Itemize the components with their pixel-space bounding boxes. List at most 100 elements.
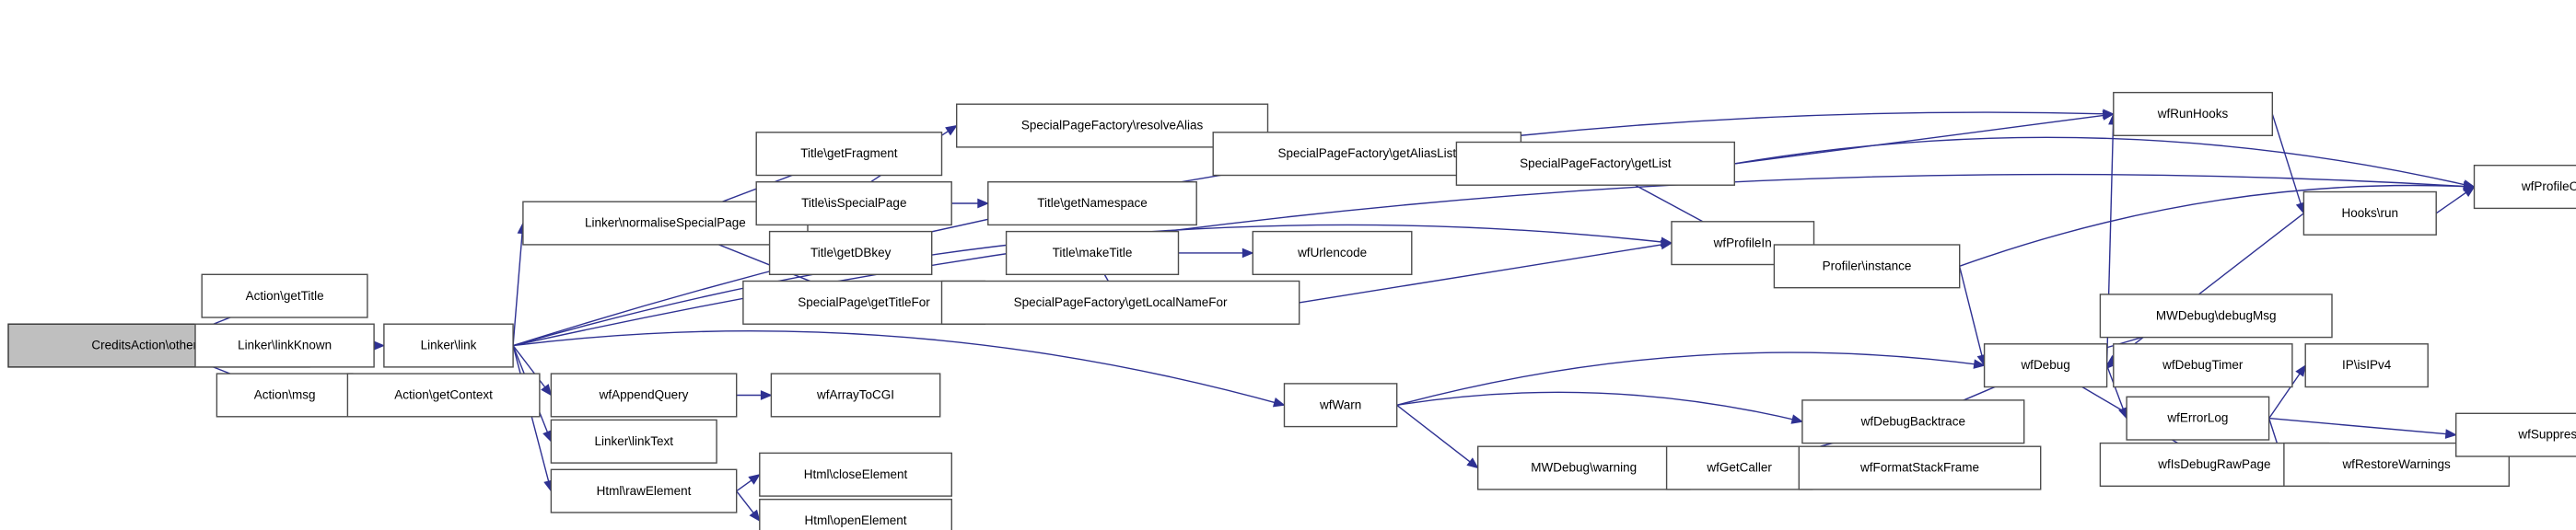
node-box[interactable] (346, 373, 541, 418)
node-box[interactable] (1283, 383, 1398, 428)
node-label: SpecialPageFactory\getList (1520, 156, 1672, 170)
graph-node[interactable]: Html\rawElement (550, 468, 738, 513)
graph-node[interactable]: wfRunHooks (2113, 91, 2274, 136)
node-label: wfDebugTimer (2162, 358, 2244, 372)
node-box[interactable] (755, 132, 943, 177)
node-box[interactable] (194, 323, 375, 368)
node-box[interactable] (1665, 445, 1813, 490)
graph-node[interactable]: Action\msg (216, 373, 354, 418)
edge-arrowhead (2102, 110, 2116, 121)
graph-node[interactable]: wfFormatStackFrame (1798, 445, 2042, 490)
graph-node[interactable]: Title\makeTitle (1005, 230, 1180, 276)
node-box[interactable] (2126, 396, 2270, 441)
node-box[interactable] (2099, 294, 2333, 339)
node-label: Linker\linkText (595, 434, 674, 448)
node-box[interactable] (1005, 230, 1180, 276)
node-label: wfUrlencode (1297, 246, 1367, 259)
graph-node[interactable]: wfDebug (1983, 343, 2108, 388)
graph-node[interactable]: wfArrayToCGI (770, 373, 941, 418)
node-label: MWDebug\debugMsg (2156, 308, 2277, 322)
edge-arrowhead (542, 430, 553, 444)
node-box[interactable] (550, 419, 717, 464)
graph-node[interactable]: wfWarn (1283, 383, 1398, 428)
node-box[interactable] (987, 180, 1197, 226)
graph-node[interactable]: Title\getFragment (755, 132, 943, 177)
call-edge (513, 330, 1285, 406)
node-box[interactable] (1476, 445, 1691, 490)
graph-node[interactable]: Action\getTitle (201, 273, 368, 318)
graph-node[interactable]: wfAppendQuery (550, 373, 738, 418)
graph-node[interactable]: Title\getDBkey (768, 230, 933, 276)
graph-node[interactable]: Profiler\instance (1773, 244, 1961, 289)
node-label: wfFormatStackFrame (1859, 461, 1979, 475)
node-label: Title\getFragment (800, 146, 898, 160)
call-edge (2106, 213, 2304, 366)
graph-node[interactable]: Title\isSpecialPage (755, 180, 952, 226)
node-label: SpecialPageFactory\resolveAlias (1021, 119, 1204, 132)
node-box[interactable] (2454, 412, 2576, 457)
graph-node[interactable]: Hooks\run (2302, 190, 2437, 236)
node-box[interactable] (1983, 343, 2108, 388)
call-edge (1299, 242, 1673, 304)
graph-node[interactable]: MWDebug\warning (1476, 445, 1691, 490)
graph-node[interactable]: Html\closeElement (759, 452, 952, 497)
node-box[interactable] (2473, 164, 2576, 210)
graph-node[interactable]: MWDebug\debugMsg (2099, 294, 2333, 339)
node-label: Html\openElement (804, 513, 906, 527)
graph-node[interactable]: wfDebugBacktrace (1801, 399, 2025, 444)
node-box[interactable] (216, 373, 354, 418)
node-box[interactable] (550, 468, 738, 513)
node-box[interactable] (759, 499, 952, 530)
node-label: SpecialPageFactory\getAliasList (1277, 146, 1456, 160)
call-edge (2271, 113, 2305, 214)
graph-node[interactable]: wfErrorLog (2126, 396, 2270, 441)
node-box[interactable] (770, 373, 941, 418)
graph-node[interactable]: Linker\linkText (550, 419, 717, 464)
node-label: wfProfileOut (2521, 179, 2576, 193)
node-label: Linker\link (421, 339, 477, 352)
call-edge (1958, 266, 1986, 366)
node-label: Hooks\run (2342, 206, 2399, 220)
node-box[interactable] (768, 230, 933, 276)
node-box[interactable] (1455, 141, 1736, 186)
graph-node[interactable]: wfSuppressWarnings (2454, 412, 2576, 457)
graph-node[interactable]: wfUrlencode (1252, 230, 1413, 276)
graph-node[interactable]: wfGetCaller (1665, 445, 1813, 490)
graph-node[interactable]: Linker\link (383, 323, 514, 368)
node-box[interactable] (940, 280, 1300, 325)
node-box[interactable] (1801, 399, 2025, 444)
node-label: Title\makeTitle (1053, 246, 1133, 259)
graph-node[interactable]: Linker\linkKnown (194, 323, 375, 368)
node-box[interactable] (759, 452, 952, 497)
node-label: CreditsAction\othersLink (91, 339, 227, 352)
graph-node[interactable]: wfProfileOut (2473, 164, 2576, 210)
node-box[interactable] (2304, 343, 2429, 388)
node-box[interactable] (2113, 91, 2274, 136)
graph-node[interactable]: SpecialPageFactory\getLocalNameFor (940, 280, 1300, 325)
node-box[interactable] (1773, 244, 1961, 289)
node-label: Title\isSpecialPage (801, 196, 906, 210)
graph-node[interactable]: wfDebugTimer (2113, 343, 2293, 388)
edge-arrowhead (2463, 186, 2476, 198)
node-layer: CreditsAction\othersLink Action\getTitleL… (7, 91, 2576, 530)
edge-arrowhead (373, 340, 386, 351)
node-box[interactable] (383, 323, 514, 368)
graph-node[interactable]: Title\getNamespace (987, 180, 1197, 226)
node-label: Html\rawElement (597, 484, 692, 498)
node-box[interactable] (2113, 343, 2293, 388)
node-box[interactable] (2302, 190, 2437, 236)
graph-node[interactable]: SpecialPageFactory\getList (1455, 141, 1736, 186)
node-box[interactable] (1252, 230, 1413, 276)
node-box[interactable] (201, 273, 368, 318)
call-edge (1734, 113, 2114, 165)
graph-node[interactable]: Action\getContext (346, 373, 541, 418)
node-box[interactable] (550, 373, 738, 418)
node-box[interactable] (1798, 445, 2042, 490)
node-label: wfRestoreWarnings (2341, 457, 2451, 471)
node-label: Html\closeElement (804, 467, 908, 481)
edge-arrowhead (2444, 429, 2458, 439)
graph-node[interactable]: IP\isIPv4 (2304, 343, 2429, 388)
graph-node[interactable]: Html\openElement (759, 499, 952, 530)
node-box[interactable] (755, 180, 952, 226)
